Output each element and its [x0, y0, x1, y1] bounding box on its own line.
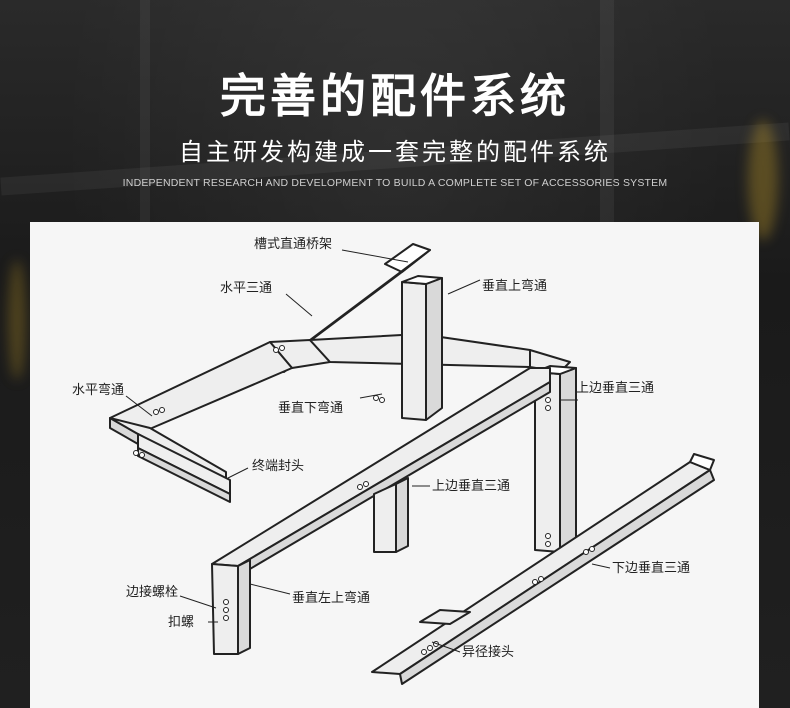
bolt — [279, 345, 285, 351]
leader-line — [447, 279, 481, 295]
leader-line — [125, 395, 153, 417]
bolt — [139, 452, 145, 458]
lower-long-tray-side — [399, 469, 715, 685]
vertical-riser — [401, 281, 427, 421]
label-reducer-joint: 异径接头 — [462, 644, 514, 660]
bolt — [273, 347, 279, 353]
bolt — [545, 533, 551, 539]
bg-glow — [748, 120, 778, 240]
lower-tray-assembly — [371, 453, 715, 685]
page-subtitle-english: INDEPENDENT RESEARCH AND DEVELOPMENT TO … — [122, 177, 668, 189]
bolt — [133, 450, 139, 456]
bolt — [538, 576, 544, 582]
label-clip-nut: 扣螺 — [168, 615, 194, 630]
label-vertical-left-up-elbow: 垂直左上弯通 — [292, 590, 370, 606]
leader-line — [431, 641, 461, 653]
page-subtitle: 自主研发构建成一套完整的配件系统 — [179, 138, 611, 166]
diagram-panel: 槽式直通桥架 水平三通 水平弯通 垂直上弯通 垂直下弯通 终端封头 上边垂直三通… — [30, 222, 759, 708]
vertical-riser-side — [425, 277, 443, 421]
bolt — [357, 484, 363, 490]
bolt — [545, 405, 551, 411]
horizontal-run — [109, 341, 293, 435]
leader-line — [359, 393, 383, 399]
bolt — [583, 549, 589, 555]
label-vertical-down-elbow: 垂直下弯通 — [278, 400, 343, 416]
label-horizontal-elbow: 水平弯通 — [72, 382, 124, 398]
lower-tray-end — [689, 453, 715, 471]
bg-beam — [140, 0, 150, 230]
bolt — [363, 481, 369, 487]
label-upper-edge-vertical-tee-1: 上边垂直三通 — [576, 381, 654, 396]
bolt — [223, 599, 229, 605]
bg-beam — [600, 0, 614, 230]
label-lower-edge-vertical-tee: 下边垂直三通 — [612, 561, 690, 576]
bolt — [373, 395, 379, 401]
label-end-cap: 终端封头 — [252, 458, 304, 474]
bg-glow — [8, 260, 26, 380]
bolt — [427, 645, 433, 651]
leader-line — [227, 467, 249, 479]
leader-lines — [125, 249, 611, 653]
label-vertical-up-elbow: 垂直上弯通 — [482, 278, 547, 294]
upper-tray-assembly — [109, 243, 571, 503]
bolt — [532, 579, 538, 585]
leader-line — [341, 249, 409, 263]
label-upper-edge-vertical-tee-2: 上边垂直三通 — [432, 479, 510, 494]
bolt — [153, 409, 159, 415]
bolt — [379, 397, 385, 403]
label-trough-straight: 槽式直通桥架 — [254, 237, 332, 252]
cable-tray-diagram: 槽式直通桥架 水平三通 水平弯通 垂直上弯通 垂直下弯通 终端封头 上边垂直三通… — [72, 237, 715, 685]
bolt — [159, 407, 165, 413]
page-title: 完善的配件系统 — [220, 69, 570, 123]
bolt — [223, 607, 229, 613]
middle-drop-side — [395, 477, 409, 553]
middle-tray-assembly — [211, 367, 551, 655]
leader-line — [285, 293, 313, 317]
leader-line — [591, 563, 611, 569]
bolt — [589, 546, 595, 552]
bolt — [545, 541, 551, 547]
leader-line — [249, 583, 291, 595]
leader-line — [179, 595, 217, 609]
left-drop-side — [237, 559, 251, 655]
bolt — [421, 649, 427, 655]
bolt — [223, 615, 229, 621]
label-horizontal-tee: 水平三通 — [220, 281, 272, 296]
middle-drop — [373, 483, 397, 553]
right-riser-side — [559, 367, 577, 553]
vertical-riser-top — [401, 275, 443, 285]
bolt — [545, 397, 551, 403]
reducer — [419, 609, 471, 625]
label-edge-connect-bolt: 边接螺栓 — [126, 584, 178, 600]
